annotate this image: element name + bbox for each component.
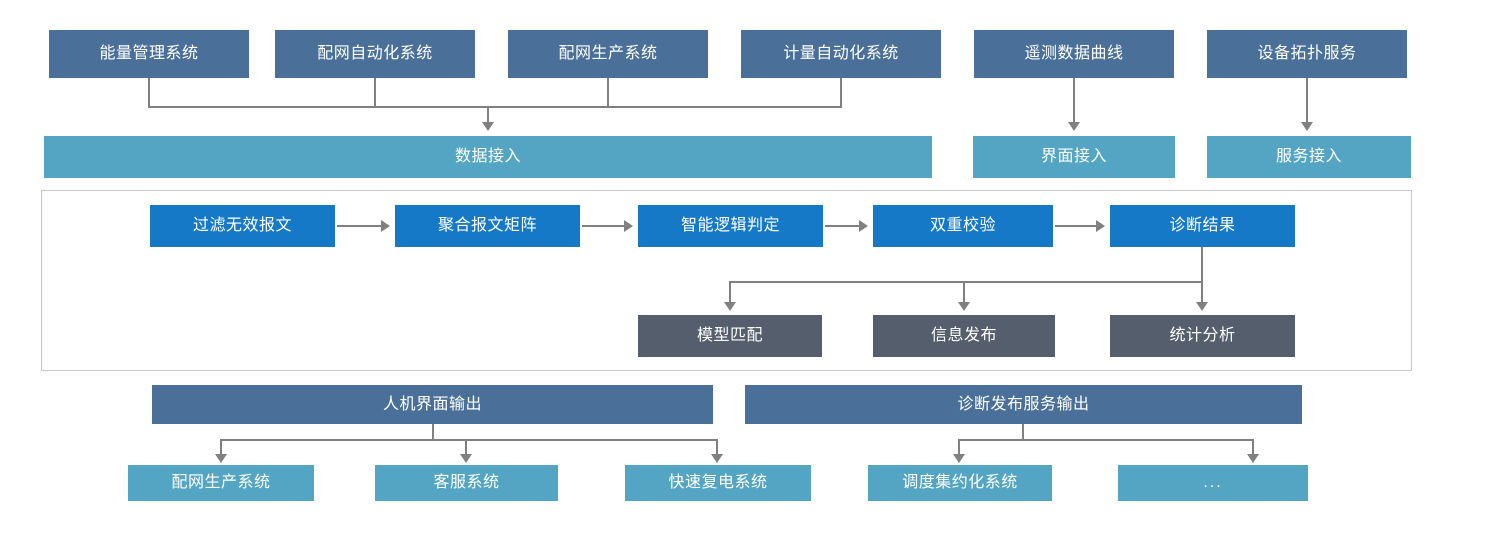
source-box-pms[interactable]: 配网生产系统	[508, 30, 708, 78]
arrow-down-icon-customer-leaf	[460, 454, 472, 463]
arrow-right-icon-flow-3-4	[859, 220, 868, 232]
output-bar-hmi[interactable]: 人机界面输出	[152, 385, 713, 424]
access-bar-service[interactable]: 服务接入	[1207, 136, 1411, 178]
flow-step-diagnosis-result[interactable]: 诊断结果	[1110, 205, 1295, 247]
gray-step-model-match[interactable]: 模型匹配	[638, 315, 822, 357]
connector-topology-drop	[1306, 78, 1308, 123]
connector-to-more-leaf	[1252, 439, 1254, 456]
source-box-dms[interactable]: 配网自动化系统	[275, 30, 475, 78]
connector-to-pms-leaf	[220, 439, 222, 456]
gray-step-label: 统计分析	[1169, 327, 1236, 344]
flow-step-aggregate-matrix[interactable]: 聚合报文矩阵	[395, 205, 580, 247]
connector-bus-to-data-access	[487, 106, 489, 123]
arrow-down-icon-dispatch-leaf	[953, 454, 965, 463]
arrow-down-icon-statistic-analysis	[1196, 302, 1208, 311]
source-box-label: 能量管理系统	[99, 45, 199, 62]
connector-hmi-drop	[432, 424, 434, 441]
connector-to-statistic-analysis	[1201, 281, 1203, 304]
flow-step-label: 过滤无效报文	[192, 217, 292, 234]
connector-hmi-bus	[220, 439, 718, 441]
arrow-down-icon-service-access	[1301, 122, 1313, 131]
arrow-down-icon-data-access	[482, 122, 494, 131]
flow-step-double-check[interactable]: 双重校验	[873, 205, 1053, 247]
flow-step-label: 聚合报文矩阵	[437, 217, 537, 234]
connector-source-bus	[148, 106, 842, 108]
source-box-label: 配网自动化系统	[317, 45, 433, 62]
arrow-right-icon-flow-1-2	[381, 220, 390, 232]
connector-result-bus	[729, 281, 1203, 283]
leaf-system-more[interactable]: ...	[1118, 465, 1308, 501]
connector-flow-4-5	[1055, 225, 1098, 227]
arrow-right-icon-flow-2-3	[624, 220, 633, 232]
arrow-down-icon-more-leaf	[1247, 454, 1259, 463]
access-bar-label: 服务接入	[1275, 148, 1342, 165]
connector-to-dispatch-leaf	[958, 439, 960, 456]
gray-step-label: 信息发布	[930, 327, 997, 344]
arrow-right-icon-flow-4-5	[1096, 220, 1105, 232]
leaf-system-dispatch[interactable]: 调度集约化系统	[868, 465, 1052, 501]
arrow-down-icon-pms-leaf	[215, 454, 227, 463]
flow-step-filter-invalid-message[interactable]: 过滤无效报文	[150, 205, 335, 247]
output-bar-label: 诊断发布服务输出	[957, 395, 1090, 413]
output-bar-label: 人机界面输出	[382, 395, 482, 413]
connector-dms-drop	[374, 78, 376, 108]
arrow-down-icon-ui-access	[1068, 122, 1080, 131]
connector-to-model-match	[729, 281, 731, 304]
source-box-label: 计量自动化系统	[783, 45, 899, 62]
connector-flow-1-2	[337, 225, 383, 227]
leaf-system-label: ...	[1203, 474, 1223, 491]
arrow-down-icon-fast-restore-leaf	[711, 454, 723, 463]
output-bar-service[interactable]: 诊断发布服务输出	[745, 385, 1302, 424]
leaf-system-pms[interactable]: 配网生产系统	[128, 465, 314, 501]
source-box-label: 遥测数据曲线	[1024, 45, 1124, 62]
access-bar-data[interactable]: 数据接入	[44, 136, 932, 178]
connector-to-customer-leaf	[465, 439, 467, 456]
arrow-down-icon-model-match	[724, 302, 736, 311]
leaf-system-label: 客服系统	[433, 474, 500, 491]
leaf-system-label: 快速复电系统	[668, 474, 768, 491]
leaf-system-label: 配网生产系统	[171, 474, 271, 491]
connector-to-fast-restore-leaf	[716, 439, 718, 456]
flow-step-label: 智能逻辑判定	[680, 217, 780, 234]
gray-step-info-publish[interactable]: 信息发布	[873, 315, 1055, 357]
arrow-down-icon-info-publish	[958, 302, 970, 311]
connector-telemetry-drop	[1073, 78, 1075, 123]
source-box-telemetry[interactable]: 遥测数据曲线	[974, 30, 1174, 78]
source-box-label: 设备拓扑服务	[1257, 45, 1357, 62]
access-bar-label: 数据接入	[454, 148, 521, 165]
connector-flow-3-4	[825, 225, 861, 227]
source-box-mas[interactable]: 计量自动化系统	[741, 30, 941, 78]
leaf-system-label: 调度集约化系统	[902, 474, 1018, 491]
connector-flow-2-3	[582, 225, 626, 227]
source-box-topology[interactable]: 设备拓扑服务	[1207, 30, 1407, 78]
source-box-label: 配网生产系统	[558, 45, 658, 62]
source-box-ems[interactable]: 能量管理系统	[49, 30, 249, 78]
access-bar-label: 界面接入	[1040, 148, 1107, 165]
leaf-system-customer[interactable]: 客服系统	[375, 465, 558, 501]
connector-service-drop	[1022, 424, 1024, 441]
gray-step-statistic-analysis[interactable]: 统计分析	[1110, 315, 1295, 357]
flow-step-label: 诊断结果	[1169, 217, 1236, 234]
access-bar-ui[interactable]: 界面接入	[973, 136, 1175, 178]
leaf-system-fast-restore[interactable]: 快速复电系统	[625, 465, 811, 501]
flow-step-logic-decision[interactable]: 智能逻辑判定	[638, 205, 823, 247]
connector-pms-drop	[607, 78, 609, 108]
flow-step-label: 双重校验	[929, 217, 996, 234]
connector-to-info-publish	[963, 281, 965, 304]
connector-service-bus	[958, 439, 1254, 441]
connector-ems-drop	[148, 78, 150, 108]
connector-result-drop	[1201, 247, 1203, 283]
gray-step-label: 模型匹配	[696, 327, 763, 344]
connector-mas-drop	[840, 78, 842, 108]
